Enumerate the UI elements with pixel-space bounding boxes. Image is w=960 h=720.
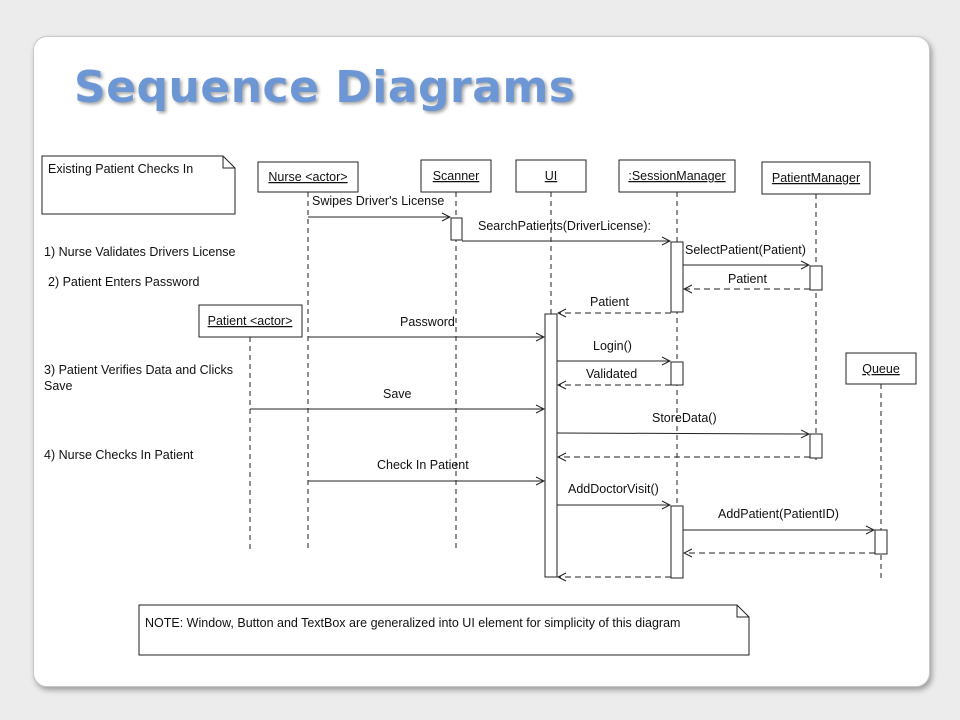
slide-background [33,36,930,687]
message-label: Password [400,315,455,329]
message-label: Swipes Driver's License [312,194,444,208]
step-3-text: 3) Patient Verifies Data and Clicks [44,363,233,377]
step-1-text: 1) Nurse Validates Drivers License [44,245,236,259]
step-2-text: 2) Patient Enters Password [48,275,200,289]
activation-patient-manager-1 [809,265,823,291]
lifeline-scanner: Scanner [420,159,492,552]
message-label: AddDoctorVisit() [568,482,659,496]
note-top-text: Existing Patient Checks In [48,162,193,176]
message-password: Password [308,315,544,337]
lifeline-scanner-label: Scanner [433,169,480,183]
message-login: Login() [557,339,670,361]
activation-scanner [450,217,463,241]
message-store-data: StoreData() [556,411,809,434]
activation-ui [544,313,558,578]
message-return-patient-1: Patient [684,272,810,289]
message-swipes-license: Swipes Driver's License [308,194,450,217]
message-label: Save [383,387,412,401]
message-label: Check In Patient [377,458,469,472]
message-search-patients: SearchPatients(DriverLicense): [462,219,670,241]
message-check-in-patient: Check In Patient [308,458,544,481]
message-label: AddPatient(PatientID) [718,507,839,521]
activation-patient-manager-2 [809,433,823,459]
lifeline-patient-manager: PatientManager [761,161,871,462]
step-4-text: 4) Nurse Checks In Patient [44,448,194,462]
activation-session-1 [670,241,684,313]
message-label: Patient [590,295,629,309]
message-label: StoreData() [652,411,717,425]
lifeline-ui: UI [515,159,587,314]
activation-session-3 [670,505,684,579]
step-3-text-cont: Save [44,379,73,393]
message-label: SearchPatients(DriverLicense): [478,219,651,233]
activation-queue [874,529,888,555]
message-add-patient: AddPatient(PatientID) [683,507,874,530]
activation-session-2 [670,361,684,386]
note-top: Existing Patient Checks In [41,155,236,215]
message-save: Save [250,387,544,409]
note-bottom-text: NOTE: Window, Button and TextBox are gen… [145,616,680,630]
message-label: Login() [593,339,632,353]
lifeline-ui-label: UI [545,169,558,183]
message-label: Validated [586,367,637,381]
message-validated: Validated [558,367,671,385]
note-bottom: NOTE: Window, Button and TextBox are gen… [138,604,750,656]
message-add-doctor-visit: AddDoctorVisit() [557,482,670,505]
lifeline-queue-label: Queue [862,362,900,376]
lifeline-nurse-label: Nurse <actor> [268,170,347,184]
message-label: Patient [728,272,767,286]
lifeline-nurse: Nurse <actor> [257,161,359,552]
lifeline-patient-manager-label: PatientManager [772,171,860,185]
message-return-patient-2: Patient [558,295,671,313]
message-select-patient: SelectPatient(Patient) [683,243,809,265]
slide-title: Sequence Diagrams [74,62,576,113]
lifeline-session-label: :SessionManager [628,169,725,183]
lifeline-patient: Patient <actor> [198,304,303,552]
lifeline-patient-label: Patient <actor> [208,314,293,328]
message-label: SelectPatient(Patient) [685,243,806,257]
